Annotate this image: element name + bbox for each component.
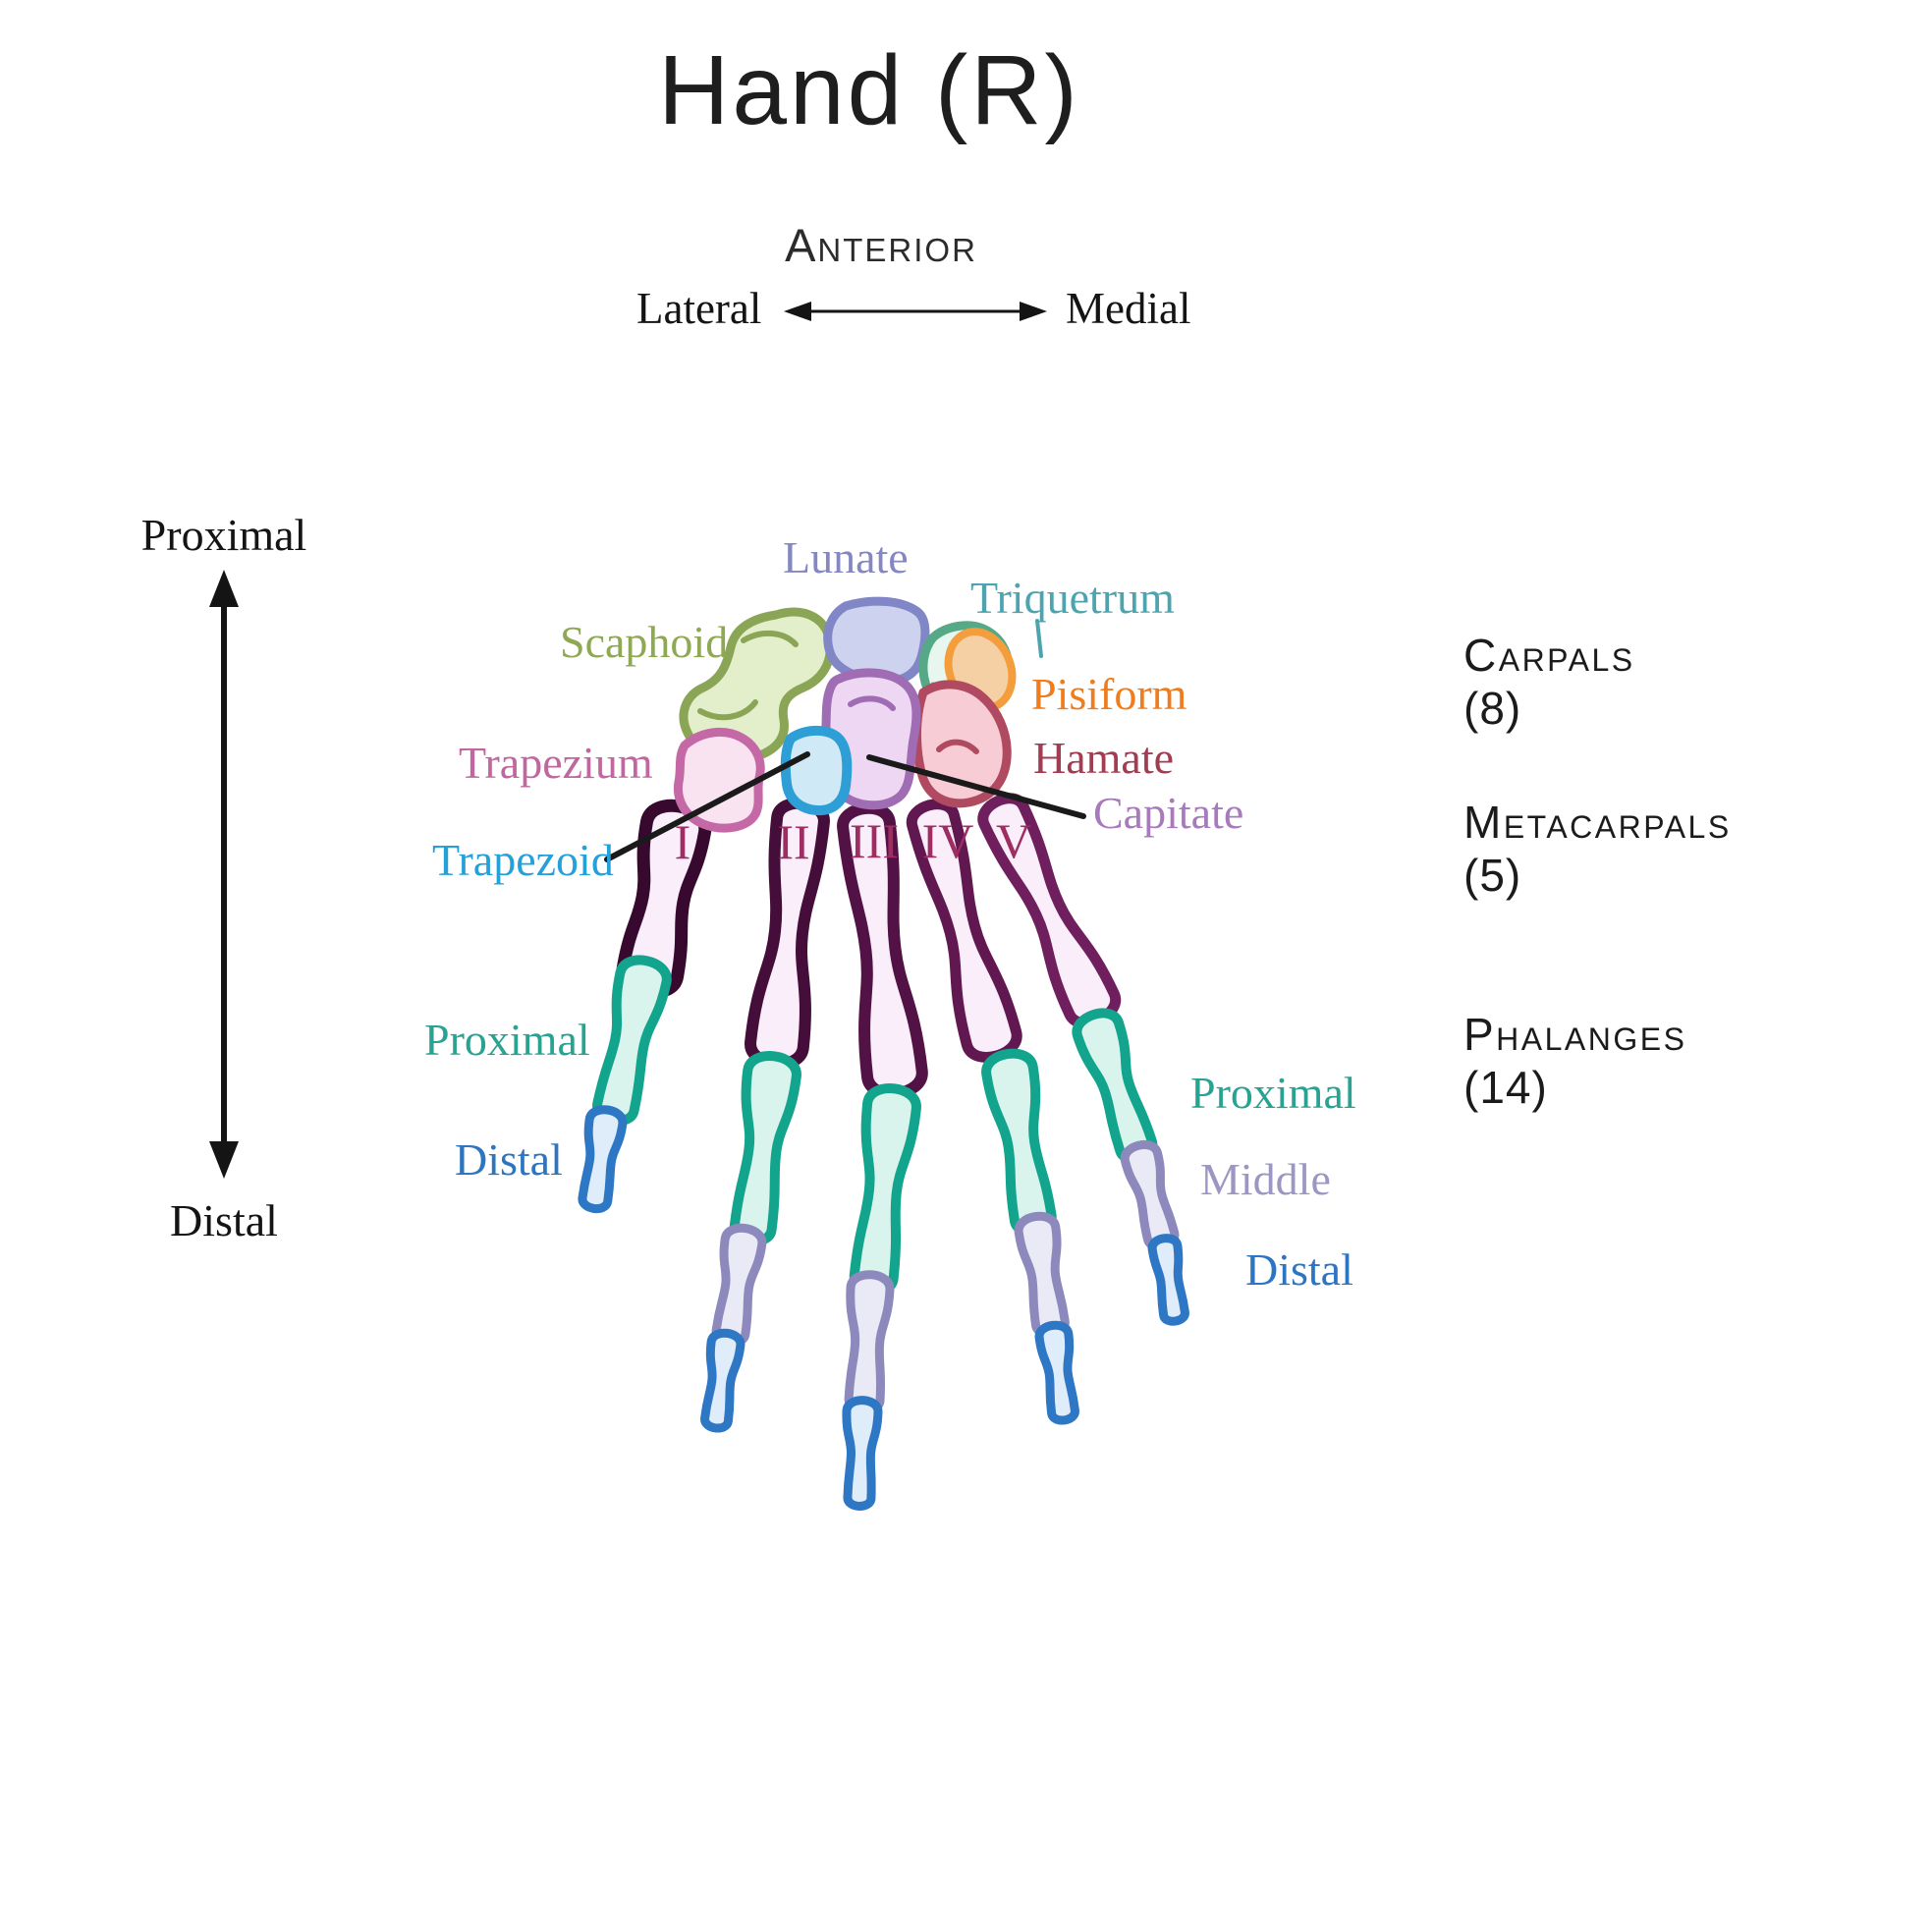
label-pinky-distal: Distal [1245,1244,1353,1295]
legend-carpals-count: (8) [1463,683,1522,734]
ring-proximal-phalanx [981,1048,1057,1237]
lunate-bone [823,596,930,686]
legend-carpals: Carpals [1463,630,1635,681]
legend-phalanges-count: (14) [1463,1062,1548,1113]
middle-proximal-phalanx [849,1083,921,1297]
distal-axis-label: Distal [170,1195,278,1245]
index-middle-phalanx [711,1223,767,1348]
thumb-distal-phalanx [578,1105,628,1213]
label-scaphoid: Scaphoid [560,617,729,667]
metacarpal-numeral-3: III [850,813,899,868]
page-title: Hand (R) [658,35,1080,145]
legend-metacarpals-count: (5) [1463,850,1522,901]
lateral-medial-arrow [784,302,1047,321]
metacarpal-1-bone [616,799,712,999]
middle-distal-phalanx [842,1396,883,1511]
metacarpal-numeral-2: II [777,814,810,869]
label-pisiform: Pisiform [1031,669,1187,719]
anterior-label: Anterior [785,219,977,271]
middle-middle-phalanx [844,1270,895,1415]
label-pinky-proximal: Proximal [1190,1068,1356,1118]
scaphoid-detail-line [741,631,799,647]
label-pinky-middle: Middle [1200,1154,1331,1204]
pinky-middle-phalanx [1120,1140,1180,1251]
metacarpal-numeral-1: I [674,814,691,869]
metacarpal-4-bone [906,799,1022,1063]
trapezium-bone [673,728,765,833]
pinky-proximal-phalanx [1072,1008,1158,1164]
trapezoid-bone [780,725,853,816]
label-triquetrum: Triquetrum [970,573,1175,623]
metacarpal-numeral-5: V [995,813,1032,868]
proximal-distal-arrow [209,570,239,1179]
label-trapezium: Trapezium [459,738,653,788]
trapezoid-pointer-line [604,751,810,862]
capitate-pointer-line [866,754,1086,819]
hamate-detail-line [936,739,979,754]
thumb-proximal-phalanx [592,955,672,1126]
proximal-axis-label: Proximal [140,510,307,560]
metacarpal-3-bone [837,801,928,1100]
legend-phalanges: Phalanges [1463,1009,1687,1060]
index-distal-phalanx [700,1328,745,1433]
label-hamate: Hamate [1033,733,1175,783]
legend-metacarpals: Metacarpals [1463,797,1732,848]
ring-distal-phalanx [1034,1320,1079,1425]
pinky-distal-phalanx [1147,1234,1189,1326]
capitate-detail-line [848,695,896,711]
scaphoid-detail-line [697,699,758,721]
label-lunate: Lunate [783,532,909,582]
label-trapezoid: Trapezoid [432,835,614,885]
metacarpal-numeral-4: IV [921,813,974,868]
ring-middle-phalanx [1014,1211,1070,1339]
medial-label: Medial [1066,284,1191,333]
metacarpal-2-bone [745,797,830,1071]
metacarpal-5-bone [977,793,1122,1029]
triquetrum-pointer-line [1035,619,1043,658]
label-capitate: Capitate [1093,788,1244,838]
lateral-label: Lateral [636,284,762,333]
label-thumb-proximal: Proximal [424,1015,590,1065]
label-thumb-distal: Distal [455,1134,563,1185]
index-proximal-phalanx [729,1051,801,1246]
